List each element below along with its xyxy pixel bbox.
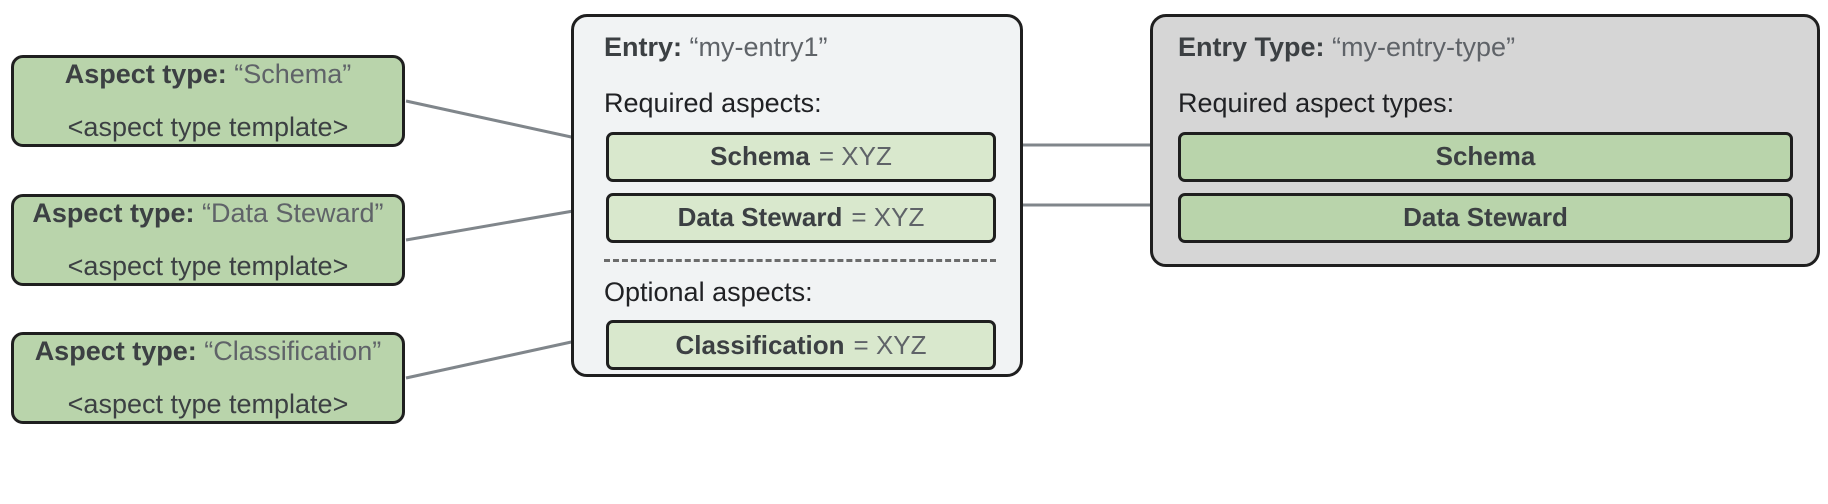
aspect-type-card-schema[interactable]: Aspect type: “Schema” <aspect type templ…	[11, 55, 405, 147]
entry-panel[interactable]: Entry: “my-entry1” Required aspects: Sch…	[571, 14, 1023, 377]
entry-type-panel-title: Entry Type: “my-entry-type”	[1178, 31, 1793, 63]
aspect-type-card-value: “Classification”	[204, 335, 382, 366]
entry-aspect-classification[interactable]: Classification = XYZ	[606, 320, 996, 371]
entry-panel-title: Entry: “my-entry1”	[604, 31, 996, 63]
entry-optional-aspect-list: Classification = XYZ	[606, 320, 996, 371]
aspect-type-card-template: <aspect type template>	[67, 389, 349, 419]
entry-value-label: “my-entry1”	[689, 32, 828, 62]
aspect-type-card-title: Aspect type: “Data Steward”	[32, 198, 383, 229]
entry-type-key-label: Entry Type:	[1178, 32, 1325, 62]
aspect-type-card-title: Aspect type: “Classification”	[35, 336, 382, 367]
aspect-type-card-key: Aspect type:	[34, 335, 197, 366]
aspect-type-card-key: Aspect type:	[64, 58, 227, 89]
entry-section-divider	[604, 258, 996, 262]
entry-type-required-list: Schema Data Steward	[1178, 131, 1793, 243]
aspect-type-card-key: Aspect type:	[32, 197, 195, 228]
aspect-type-card-template: <aspect type template>	[67, 251, 349, 281]
entry-aspect-name: Classification	[675, 329, 845, 360]
entry-aspect-name: Data Steward	[677, 202, 843, 233]
entry-aspect-value: = XYZ	[818, 141, 892, 172]
aspect-type-card-value: “Schema”	[234, 58, 352, 89]
entry-type-aspect-schema[interactable]: Schema	[1178, 131, 1793, 182]
entry-type-required-label: Required aspect types:	[1178, 88, 1455, 119]
aspect-type-card-value: “Data Steward”	[201, 197, 384, 228]
entry-aspect-value: = XYZ	[851, 202, 925, 233]
entry-key-label: Entry:	[604, 32, 683, 62]
aspect-type-card-classification[interactable]: Aspect type: “Classification” <aspect ty…	[11, 332, 405, 424]
entry-optional-label: Optional aspects:	[604, 276, 813, 307]
aspect-type-card-title: Aspect type: “Schema”	[65, 59, 352, 90]
entry-type-aspect-data-steward[interactable]: Data Steward	[1178, 192, 1793, 243]
aspect-type-card-data-steward[interactable]: Aspect type: “Data Steward” <aspect type…	[11, 194, 405, 286]
entry-type-panel[interactable]: Entry Type: “my-entry-type” Required asp…	[1150, 14, 1820, 267]
entry-required-aspect-list: Schema = XYZ Data Steward = XYZ	[606, 131, 996, 243]
entry-aspect-schema[interactable]: Schema = XYZ	[606, 131, 996, 182]
entry-type-value-label: “my-entry-type”	[1332, 32, 1516, 62]
entry-aspect-name: Schema	[710, 141, 810, 172]
entry-aspect-value: = XYZ	[853, 329, 927, 360]
aspect-type-card-template: <aspect type template>	[67, 112, 349, 142]
entry-aspect-data-steward[interactable]: Data Steward = XYZ	[606, 192, 996, 243]
entry-required-label: Required aspects:	[604, 88, 822, 119]
